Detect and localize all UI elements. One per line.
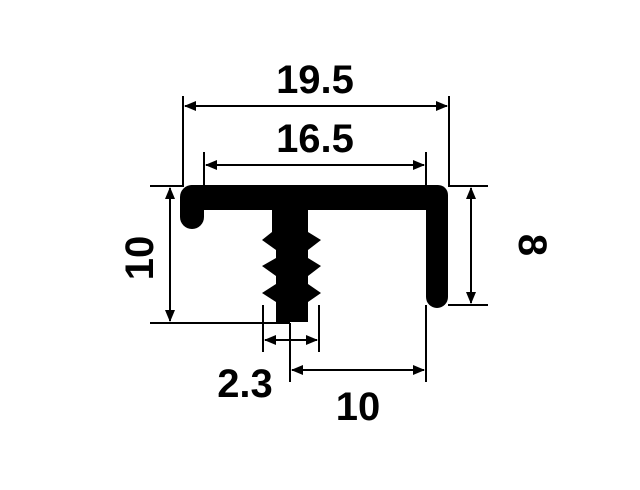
left-lip xyxy=(180,185,204,229)
dim-stem-width-label: 2.3 xyxy=(217,362,273,406)
dim-stem-to-leg: 10 xyxy=(289,305,427,429)
dim-right-height: 8 xyxy=(448,185,554,306)
dim-left-height: 10 xyxy=(118,185,290,324)
dim-stem-to-leg-label: 10 xyxy=(336,385,381,429)
right-leg xyxy=(426,188,448,308)
dim-left-height-label: 10 xyxy=(118,236,162,281)
barbed-stem xyxy=(262,205,321,322)
dim-inner-width-label: 16.5 xyxy=(276,117,354,161)
dim-right-height-label: 8 xyxy=(510,234,554,256)
dim-overall-width-label: 19.5 xyxy=(276,58,354,102)
top-flange xyxy=(183,185,448,210)
dim-stem-width: 2.3 xyxy=(217,305,320,406)
dim-inner-width: 16.5 xyxy=(203,117,427,186)
profile-shape xyxy=(180,185,448,322)
dim-overall-width: 19.5 xyxy=(182,58,450,186)
